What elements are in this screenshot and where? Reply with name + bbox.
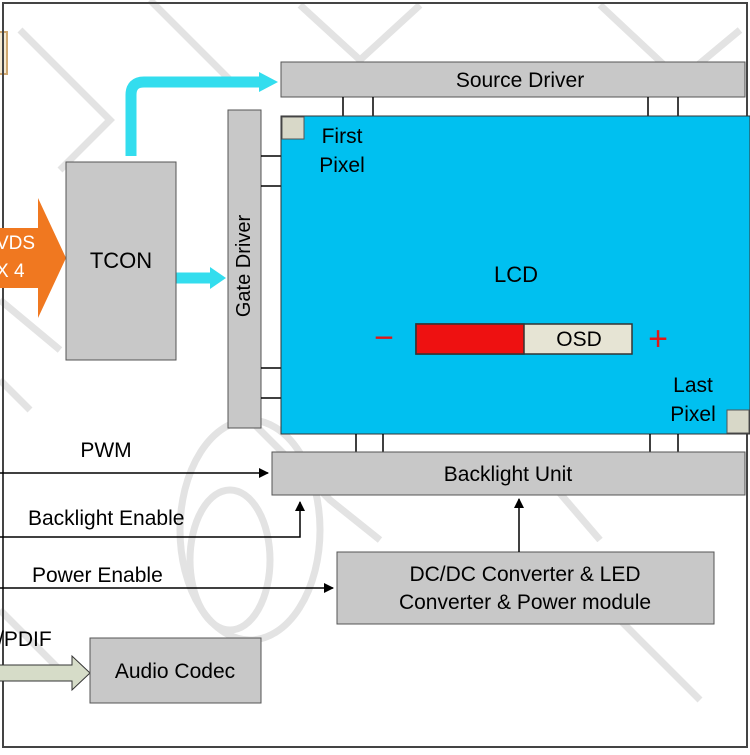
last-pixel-label-line2: Pixel: [670, 403, 716, 426]
last-pixel-label-line1: Last: [673, 374, 713, 397]
last-pixel-square: [726, 409, 750, 434]
osd-minus-sign[interactable]: −: [374, 319, 394, 357]
first-pixel-label-line2: Pixel: [319, 154, 365, 177]
tcon-block: [65, 161, 177, 361]
source-driver-label: Source Driver: [456, 69, 584, 92]
gate-connectors: [261, 155, 281, 399]
backlight-unit-block: [271, 451, 746, 496]
audio-codec-label: Audio Codec: [115, 660, 235, 683]
lcd-panel: [280, 115, 750, 435]
backlight-connectors: [355, 434, 679, 452]
tcon-label: TCON: [90, 248, 152, 273]
osd-label: OSD: [556, 328, 602, 351]
source-connectors: [342, 97, 679, 116]
lvds-arrow: [0, 198, 66, 318]
tcon-to-source-arrow: [125, 76, 262, 156]
power-enable-label: Power Enable: [32, 564, 163, 587]
source-driver-block: [280, 61, 746, 98]
dcdc-block: [336, 551, 715, 625]
dcdc-label-line1: DC/DC Converter & LED: [409, 563, 640, 586]
first-pixel-label-line1: First: [322, 125, 363, 148]
tcon-to-source-arrowhead: [259, 72, 278, 92]
backlight-enable-label: Backlight Enable: [28, 507, 184, 530]
osd-plus-sign[interactable]: +: [648, 320, 668, 358]
tcon-to-gate-arrowhead: [210, 267, 226, 289]
pwm-label: PWM: [80, 439, 131, 462]
spdif-label: /PDIF: [0, 628, 52, 651]
osd-bar-fill: [415, 323, 525, 355]
backlight-enable-line: [0, 501, 305, 538]
gate-driver-label: Gate Driver: [233, 215, 255, 318]
audio-codec-block: [89, 637, 262, 704]
dcdc-label-line2: Converter & Power module: [399, 591, 651, 614]
backlight-unit-label: Backlight Unit: [444, 463, 573, 486]
lvds-label-line1: VDS: [0, 233, 35, 254]
lcd-label: LCD: [494, 262, 538, 287]
gate-driver-block: [227, 109, 262, 429]
first-pixel-square: [281, 116, 305, 140]
lvds-label-line2: X 4: [0, 261, 25, 282]
spdif-arrow: [0, 654, 91, 692]
